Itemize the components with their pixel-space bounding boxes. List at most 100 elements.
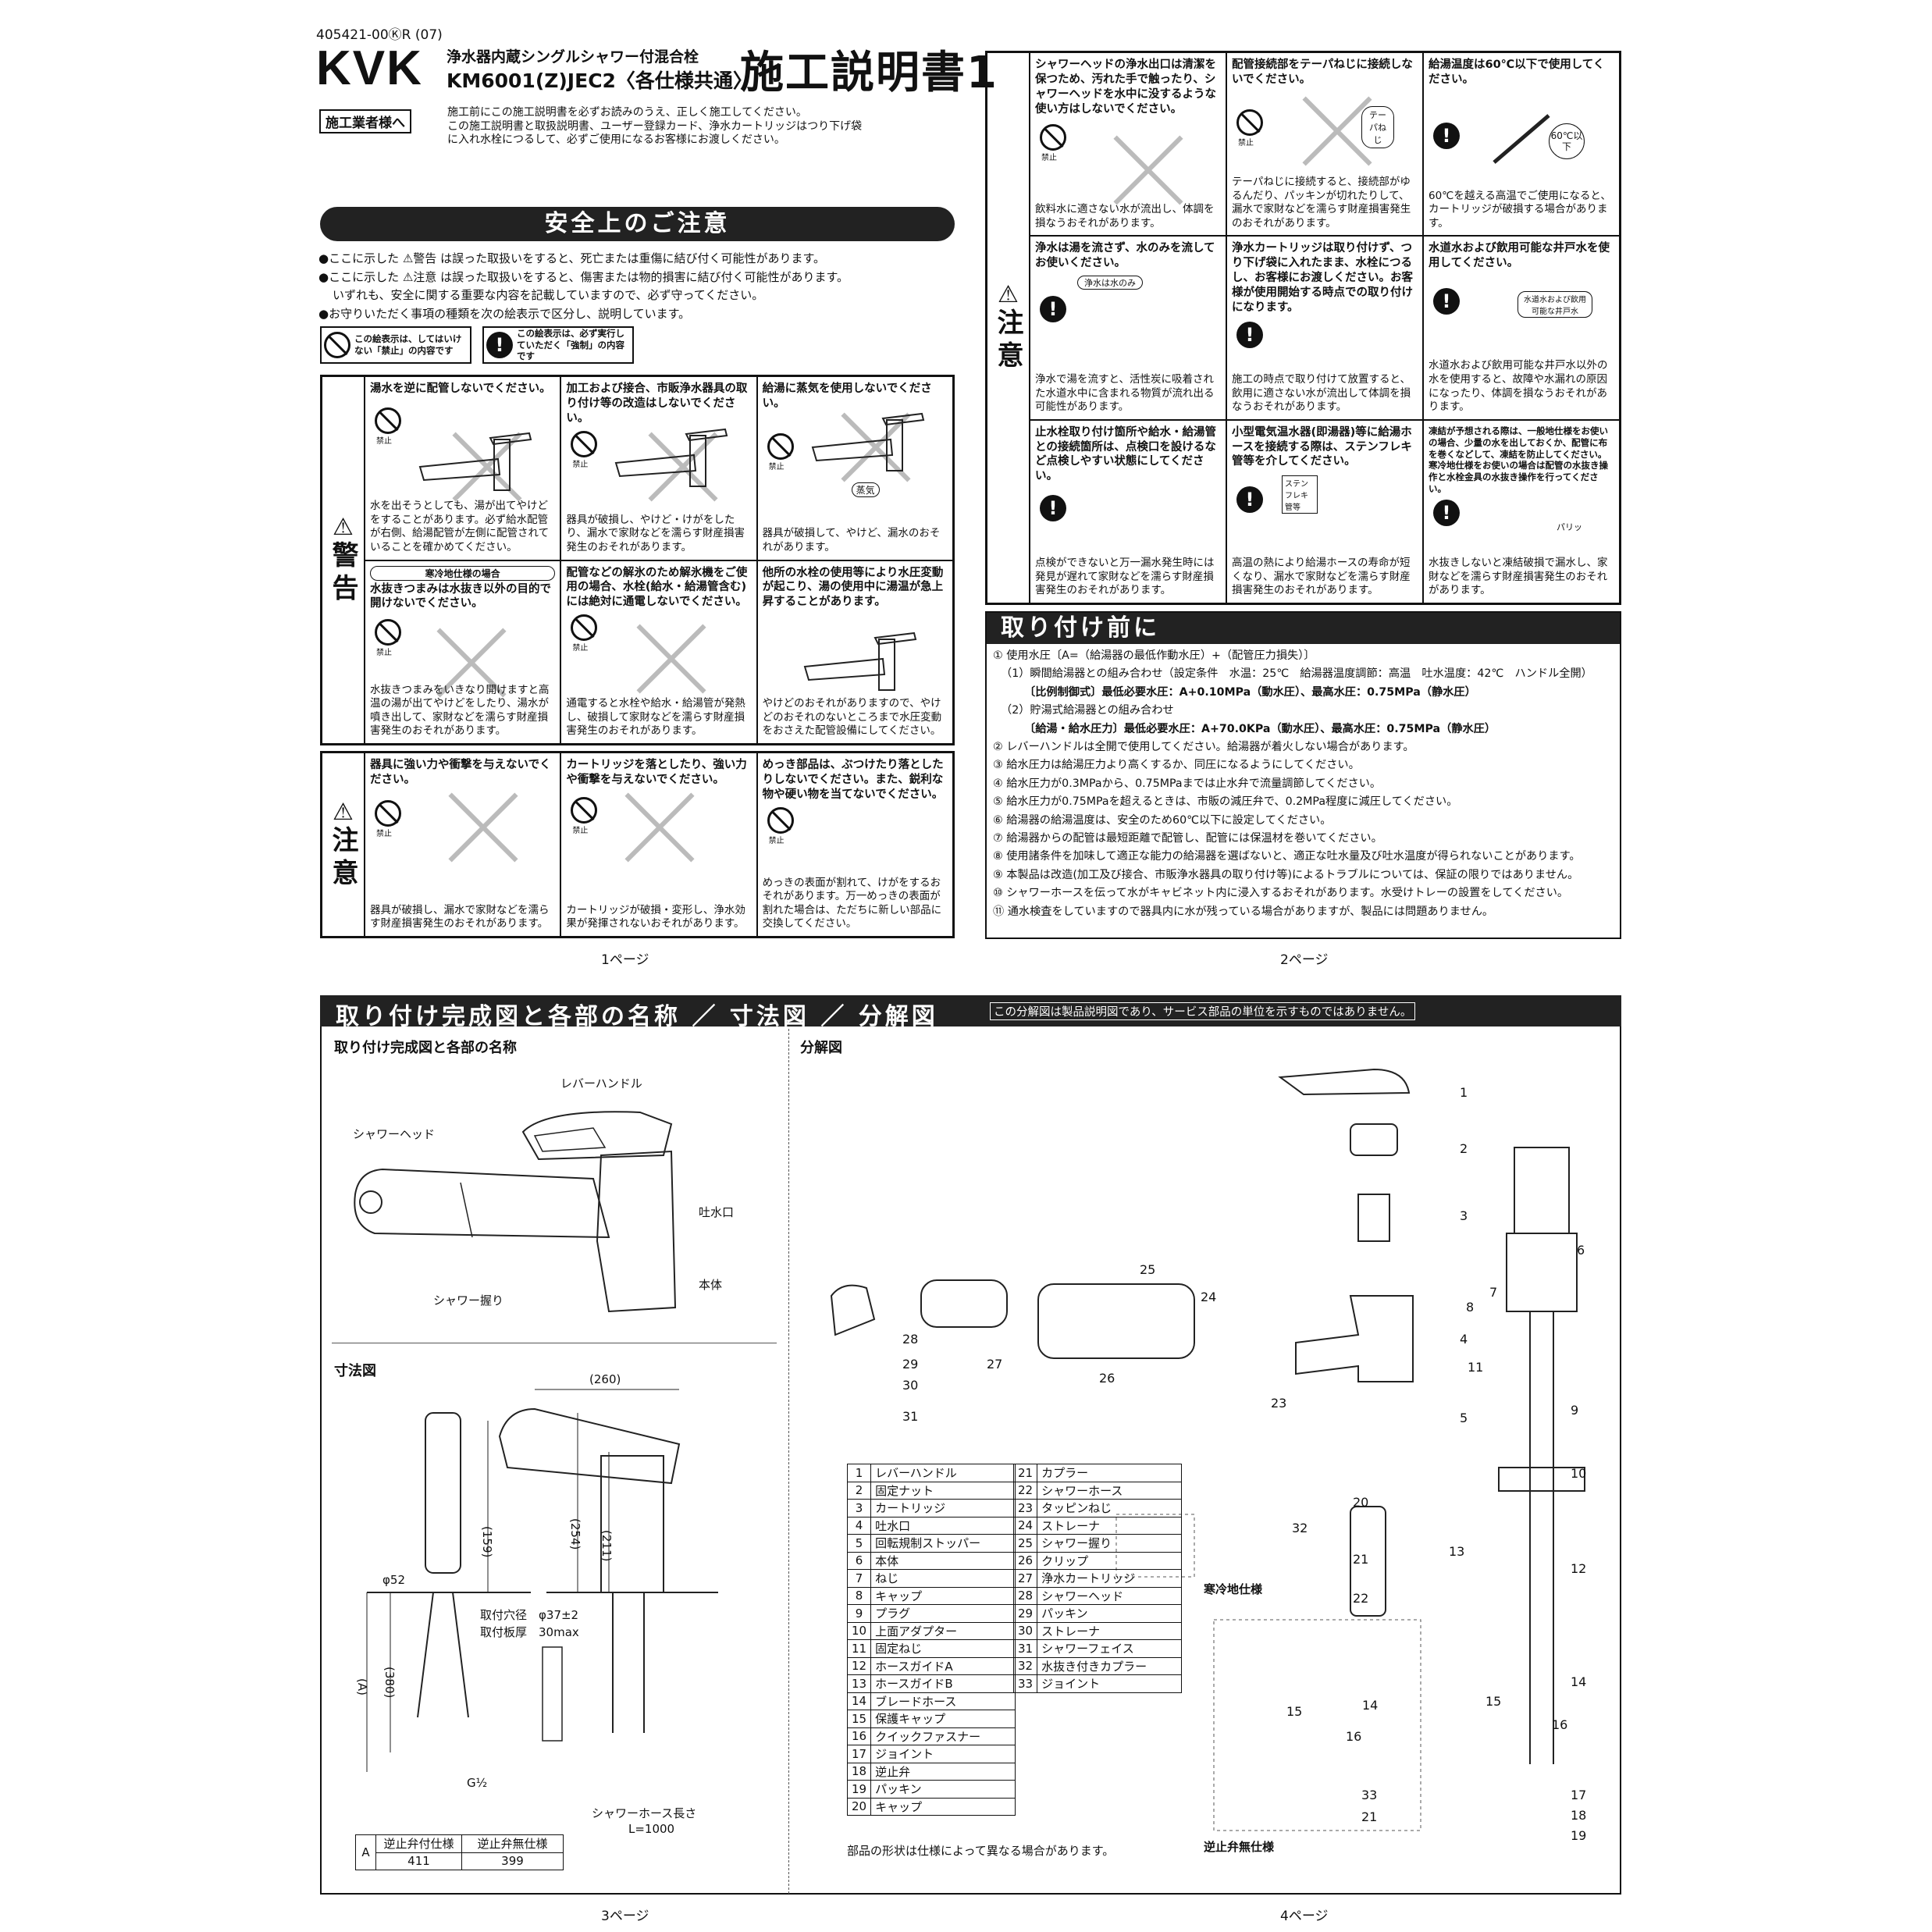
legend-prohibit: この絵表示は、してはいけない「禁止」の内容です [320, 326, 471, 364]
caution-cell-tap-water: 水道水および飲用可能な井戸水を使用してください。 水道水および飲用可能な井戸水 … [1423, 236, 1620, 420]
label-shower-head: シャワーヘッド [353, 1127, 436, 1141]
dimension-illustration [366, 1389, 718, 1772]
water-only-tag: 浄水は水のみ [1077, 276, 1143, 290]
caution-cell-cartridge-drop: カートリッジを落としたり、強い力や衝撃を与えないでください。 禁止 カートリッジ… [560, 753, 757, 937]
assembly-title: 取り付け完成図と各部の名称 [334, 1040, 517, 1056]
cross-mark-icon [620, 788, 698, 866]
assembly-illustration [354, 1111, 677, 1313]
dim-hose-length: L=1000 [628, 1822, 675, 1836]
mandatory-icon: ! [1236, 321, 1263, 348]
label-shower-grip: シャワー握り [433, 1293, 504, 1308]
flex-pipe-tag: ステンフレキ管等 [1282, 475, 1318, 514]
thermometer-illustration [1493, 114, 1550, 164]
caution-cell-inspection: 止水栓取り付け箇所や給水・給湯管との接続箇所は、点検口を設けるなど点検しやすい状… [1030, 419, 1226, 603]
warning-cell-modification: 加工および接合、市販浄水器具の取り付け等の改造はしないでください。 禁止 器具が… [560, 376, 757, 560]
mandatory-icon: ! [1433, 122, 1460, 149]
caution-cell-water-only: 浄水は湯を流さず、水のみを流してお使いください。 浄水は水のみ ! 浄水で湯を流… [1030, 236, 1226, 420]
callout-5: 5 [1460, 1411, 1468, 1425]
callout-6: 6 [1577, 1243, 1585, 1258]
caution-cell-plating: めっき部品は、ぶつけたり落としたりしないでください。また、鋭利な物や硬い物を当て… [756, 753, 953, 937]
callout-19: 19 [1571, 1828, 1587, 1843]
mandatory-icon: ! [1040, 296, 1066, 323]
prohibit-icon [571, 614, 598, 642]
bottom-title: 取り付け完成図と各部の名称 ／ 寸法図 ／ 分解図 [336, 1003, 938, 1030]
cross-mark-icon [443, 788, 521, 866]
60deg-tag: 60℃以下 [1549, 123, 1585, 159]
dim-A: (A) [355, 1678, 369, 1695]
label-lever-handle: レバーハンドル [560, 1076, 642, 1091]
before-install-list: ① 使用水圧〔A=（給湯器の最低作動水圧）+（配管圧力損失）〕 （1）瞬間給湯器… [993, 649, 1592, 918]
mandatory-icon: ! [1433, 500, 1460, 527]
before-install-title: 取り付け前に [987, 613, 1620, 644]
dim-title: 寸法図 [334, 1363, 376, 1379]
exploded-illustration [830, 1068, 1585, 1831]
faucet-illustration [418, 432, 532, 491]
caution-triangle-icon: ⚠ [998, 281, 1019, 309]
callout-21: 21 [1353, 1552, 1369, 1567]
caution-cell-shower-outlet: シャワーヘッドの浄水出口は清潔を保つため、汚れた手で触ったり、シャワーヘッドを水… [1030, 52, 1226, 237]
callout-31: 31 [902, 1409, 919, 1424]
a-dimension-table: A 逆止弁付仕様 逆止弁無仕様 411 399 [355, 1834, 564, 1870]
exploded-disclaimer: この分解図は製品説明図であり、サービス部品の単位を示すものではありません。 [990, 1002, 1416, 1020]
bottom-title-bar [320, 995, 1621, 1026]
faucet-illustration [803, 632, 916, 691]
callout-13: 13 [1449, 1544, 1465, 1559]
callout-22: 22 [1353, 1591, 1369, 1606]
caution-side-label: ⚠ 注意 [322, 753, 365, 937]
callout-1: 1 [1460, 1085, 1468, 1100]
faucet-illustration [811, 412, 924, 471]
callout-18: 18 [1571, 1808, 1587, 1823]
dim-g-half: G½ [467, 1776, 488, 1790]
legend-mandatory: ! この絵表示は、必ず実行していただく「強制」の内容です [482, 326, 634, 364]
page-title: 施工説明書1 [740, 48, 998, 98]
callout-15b: 15 [1286, 1704, 1303, 1719]
steam-tag: 蒸気 [851, 482, 880, 497]
callout-16: 16 [1552, 1717, 1568, 1732]
warning-table: ⚠ 警告 湯水を逆に配管しないでください。 禁止 水を出そうとしても、湯が出てや… [320, 375, 955, 745]
prohibit-icon [375, 799, 401, 827]
callout-24: 24 [1201, 1290, 1217, 1304]
callout-11: 11 [1468, 1360, 1484, 1375]
prohibit-icon [571, 796, 598, 824]
prohibit-icon [324, 332, 350, 358]
cold-region-label: 寒冷地仕様 [1204, 1582, 1263, 1596]
no-check-valve-label: 逆止弁無仕様 [1204, 1840, 1275, 1854]
page-number-2: 2ページ [1280, 952, 1329, 968]
dim-254: (254) [568, 1518, 582, 1550]
callout-2: 2 [1460, 1141, 1468, 1156]
caution-table-p1: ⚠ 注意 器具に強い力や衝撃を与えないでください。 禁止 器具が破損し、漏水で家… [320, 751, 955, 938]
callout-16b: 16 [1346, 1729, 1362, 1744]
section-divider [788, 1029, 789, 1894]
mandatory-icon: ! [1040, 495, 1066, 522]
callout-28: 28 [902, 1332, 919, 1347]
caution-cell-taper-thread: 配管接続部をテーパねじに接続しないでください。 禁止 テーパねじ テーパねじに接… [1226, 52, 1423, 237]
prohibit-icon [767, 432, 794, 460]
callout-27: 27 [987, 1357, 1003, 1372]
tap-water-tag: 水道水および飲用可能な井戸水 [1517, 291, 1592, 318]
callout-9: 9 [1571, 1403, 1579, 1418]
prohibit-icon [571, 430, 598, 457]
caution-side-label-p2: ⚠ 注意 [987, 52, 1030, 603]
product-category: 浄水器内蔵シングルシャワー付混合栓 [447, 48, 699, 66]
dim-260: (260) [589, 1372, 621, 1386]
callout-32: 32 [1292, 1521, 1308, 1535]
taper-tag: テーパねじ [1361, 106, 1394, 148]
caution-cell-electric-heater: 小型電気温水器(即湯器)等に給湯ホースを接続する際は、ステンフレキ管等を介してく… [1226, 419, 1423, 603]
warning-cell-drain-knob: 寒冷地仕様の場合 水抜きつまみは水抜き以外の目的で開けないでください。 禁止 水… [365, 560, 561, 744]
